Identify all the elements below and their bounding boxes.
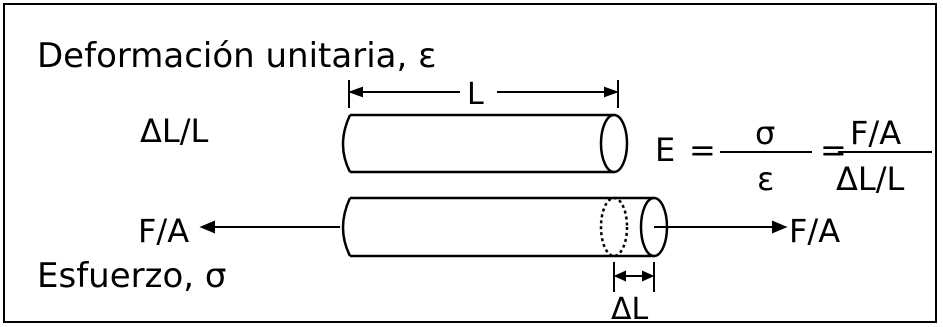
delta-length-label: ΔL — [611, 292, 649, 327]
equation-denominator-1: ε — [757, 160, 775, 198]
original-end-dotted — [599, 196, 629, 258]
equation-lhs: E — [655, 131, 676, 169]
equation-denominator-2: ΔL/L — [836, 160, 905, 198]
stress-label: Esfuerzo, σ — [37, 256, 227, 296]
force-arrow-left — [199, 220, 340, 234]
delta-length-dimension — [613, 262, 655, 292]
equation-numerator-2: F/A — [850, 114, 902, 152]
equation-equals-1: = — [689, 131, 716, 169]
length-label: L — [465, 77, 486, 112]
force-arrow-right — [654, 220, 788, 234]
force-right-label: F/A — [789, 212, 841, 250]
equation-numerator-1: σ — [755, 114, 776, 152]
equation-equals-2: = — [820, 131, 847, 169]
cylinder-original — [341, 113, 629, 174]
force-left-label: F/A — [138, 212, 190, 250]
title-strain: Deformación unitaria, ε — [37, 36, 437, 76]
strain-ratio-label: ΔL/L — [140, 112, 209, 150]
cylinder-stretched — [341, 196, 669, 258]
length-dimension — [348, 80, 619, 108]
diagram-frame — [3, 3, 937, 323]
